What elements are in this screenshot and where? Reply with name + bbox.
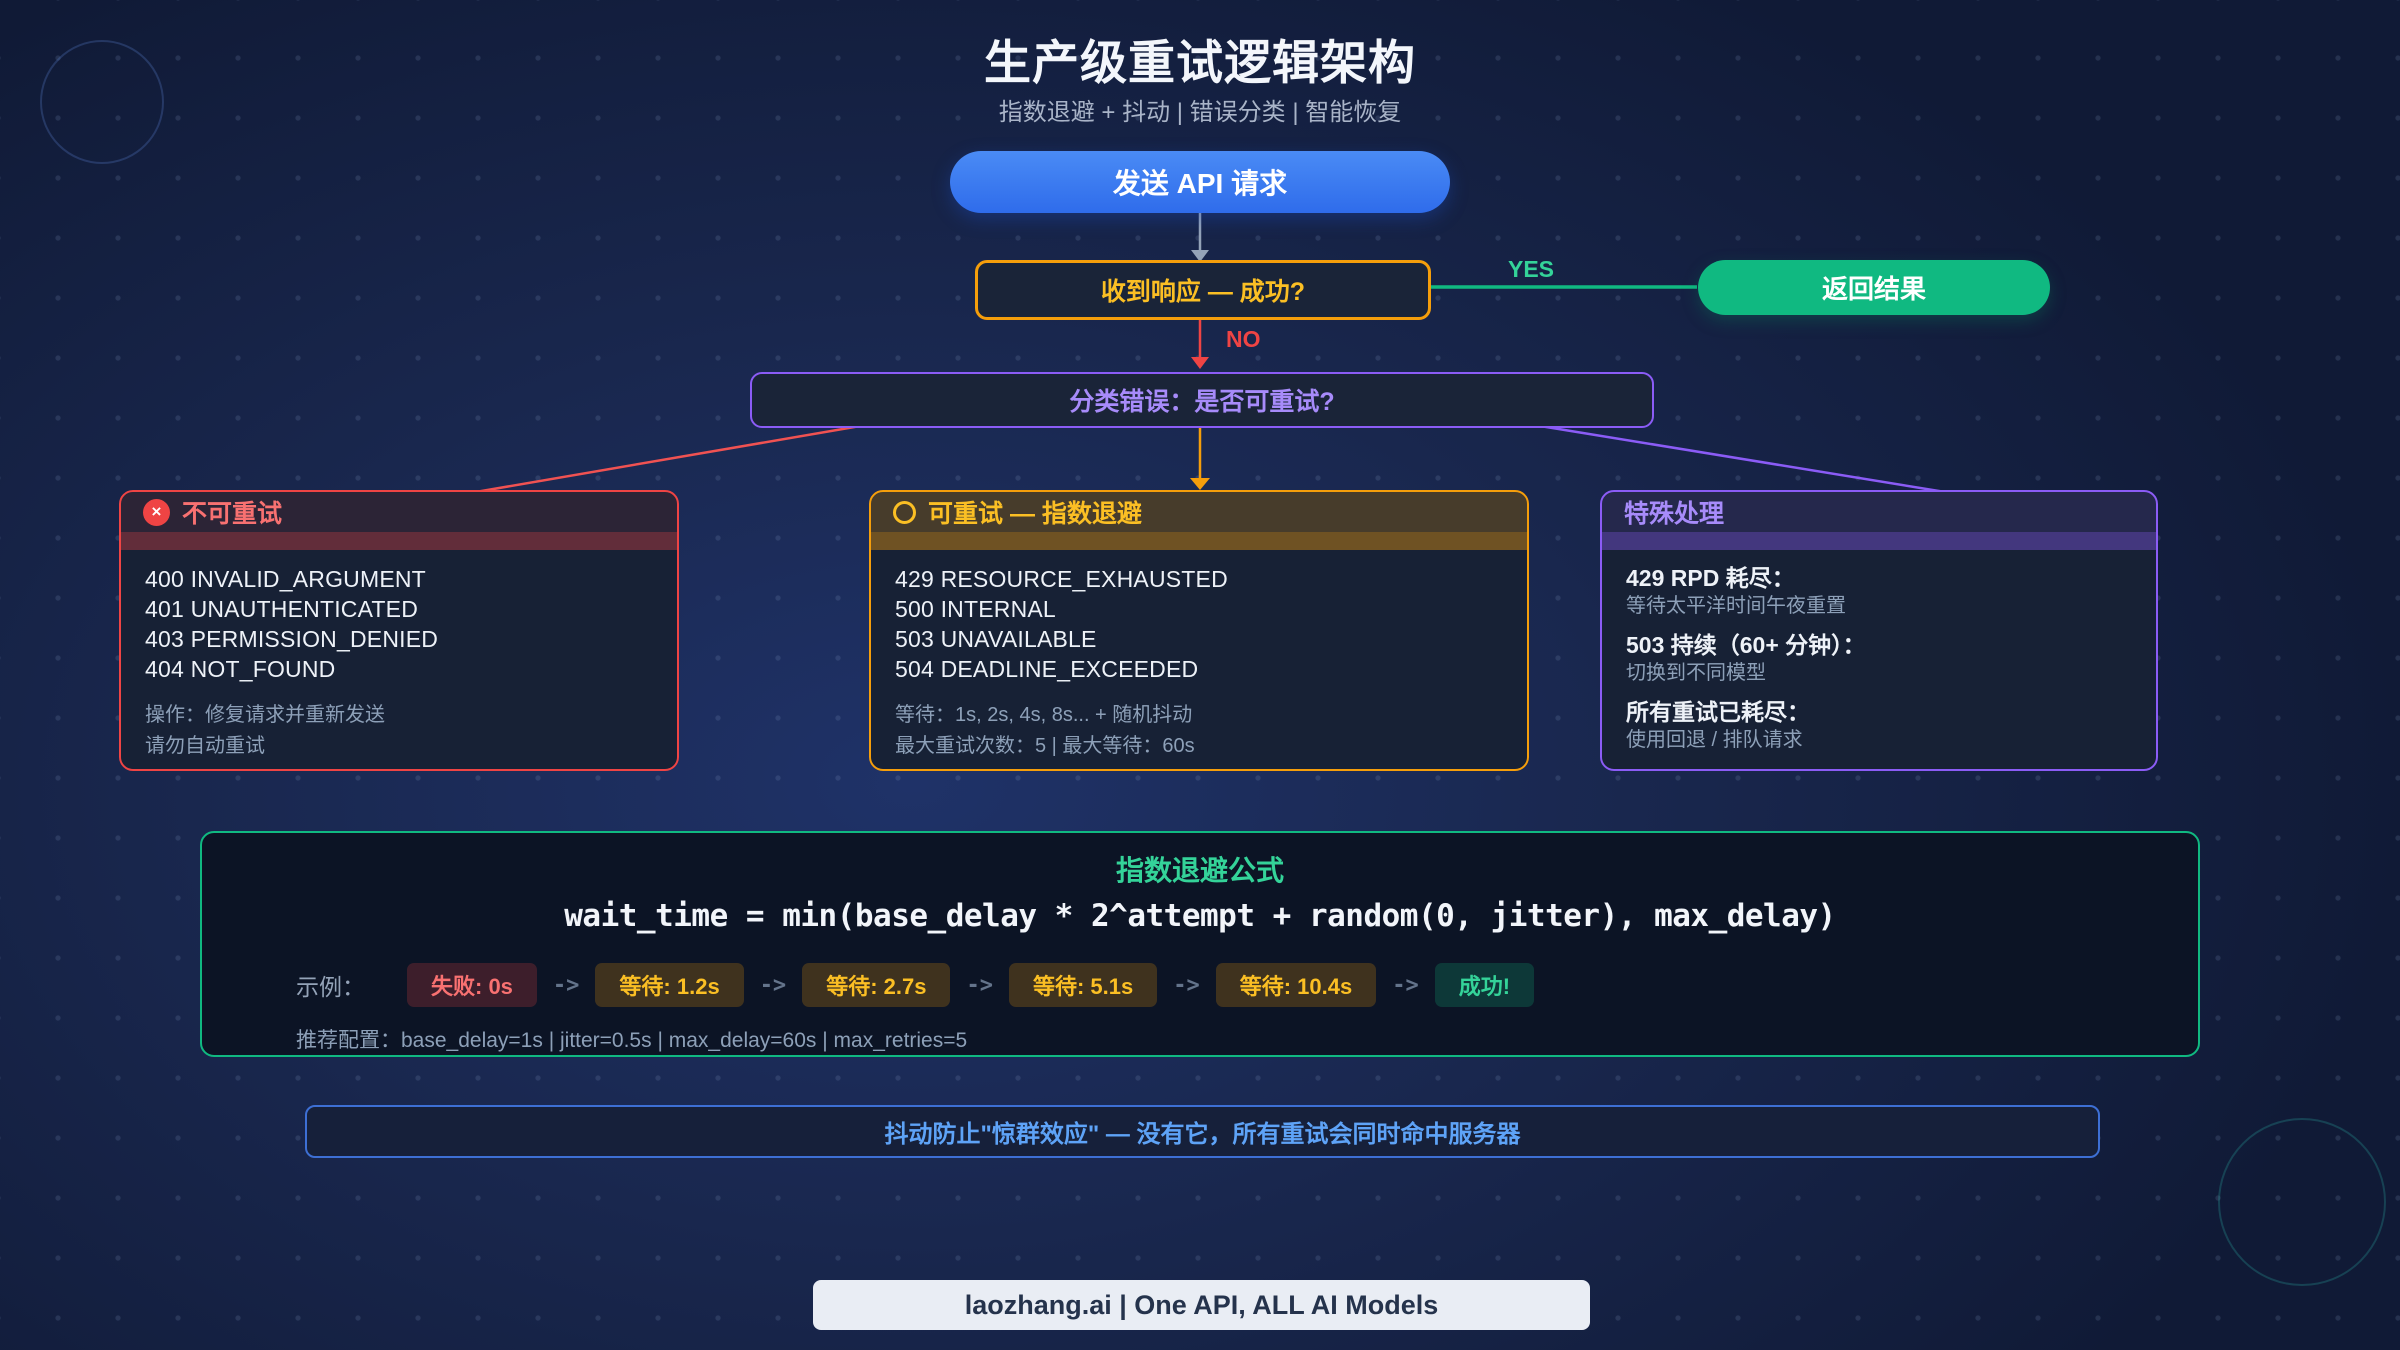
error-x-icon: × xyxy=(143,498,170,526)
error-code: 403 PERMISSION_DENIED xyxy=(145,626,439,652)
special-item-sub: 使用回退 / 排队请求 xyxy=(1626,729,1803,751)
step-chip-fail: 失败: 0s xyxy=(407,963,537,1007)
step-chip-wait: 等待: 10.4s xyxy=(1215,963,1377,1007)
no-edge-label: NO xyxy=(1226,326,1261,352)
special-handling-strip xyxy=(1602,532,2156,550)
card-note: 最大重试次数：5 | 最大等待：60s xyxy=(895,735,1195,757)
formula-expression: wait_time = min(base_delay * 2^attempt +… xyxy=(564,898,1836,934)
step-arrow: -> xyxy=(552,972,580,998)
recommended-config: 推荐配置：base_delay=1s | jitter=0.5s | max_d… xyxy=(296,1029,968,1052)
retryable-body: 429 RESOURCE_EXHAUSTED 500 INTERNAL 503 … xyxy=(871,550,1527,762)
retryable-strip xyxy=(871,532,1527,550)
jitter-note: 抖动防止"惊群效应" — 没有它，所有重试会同时命中服务器 xyxy=(305,1105,2100,1158)
footer-badge: laozhang.ai | One API, ALL AI Models xyxy=(813,1280,1590,1330)
arrowhead-amber xyxy=(1190,478,1210,490)
edge-to-non-retryable xyxy=(469,423,867,495)
card-note: 等待：1s, 2s, 4s, 8s... + 随机抖动 xyxy=(895,704,1193,726)
edge-to-special xyxy=(1533,423,1946,494)
special-handling-body: 429 RPD 耗尽： 等待太平洋时间午夜重置 503 持续（60+ 分钟）： … xyxy=(1602,550,2156,754)
step-chip-wait: 等待: 2.7s xyxy=(802,963,951,1007)
yes-edge-label: YES xyxy=(1508,256,1555,282)
error-code: 503 UNAVAILABLE xyxy=(895,626,1097,652)
special-handling-title: 特殊处理 xyxy=(1624,500,1725,528)
return-result-button[interactable]: 返回结果 xyxy=(1698,260,2050,315)
card-note: 请勿自动重试 xyxy=(145,735,265,757)
special-handling-header: 特殊处理 xyxy=(1602,492,2156,532)
card-note: 操作：修复请求并重新发送 xyxy=(145,704,385,726)
error-code: 429 RESOURCE_EXHAUSTED xyxy=(895,566,1228,592)
special-item-head: 503 持续（60+ 分钟）： xyxy=(1626,632,1866,658)
send-api-request-button[interactable]: 发送 API 请求 xyxy=(950,151,1450,213)
non-retryable-card: × 不可重试 400 INVALID_ARGUMENT 401 UNAUTHEN… xyxy=(119,490,679,771)
page-subtitle: 指数退避 + 抖动 | 错误分类 | 智能恢复 xyxy=(998,99,1402,126)
step-arrow: -> xyxy=(966,972,993,998)
step-arrow: -> xyxy=(1392,972,1419,998)
error-code: 401 UNAUTHENTICATED xyxy=(145,596,419,622)
retryable-card: 可重试 — 指数退避 429 RESOURCE_EXHAUSTED 500 IN… xyxy=(869,490,1529,771)
step-arrow: -> xyxy=(759,972,787,998)
special-item-head: 429 RPD 耗尽： xyxy=(1626,565,1795,591)
step-chip-wait: 等待: 5.1s xyxy=(1008,963,1158,1007)
non-retryable-title: 不可重试 xyxy=(182,500,283,528)
retryable-header: 可重试 — 指数退避 xyxy=(871,492,1527,532)
example-label: 示例： xyxy=(296,974,365,1000)
formula-panel xyxy=(200,831,2200,1057)
step-chip-wait: 等待: 1.2s xyxy=(595,963,744,1007)
step-chip-success: 成功! xyxy=(1434,963,1535,1007)
response-success-decision: 收到响应 — 成功? xyxy=(975,260,1431,320)
retry-circle-icon xyxy=(893,500,916,524)
error-code: 400 INVALID_ARGUMENT xyxy=(145,566,426,592)
non-retryable-body: 400 INVALID_ARGUMENT 401 UNAUTHENTICATED… xyxy=(121,550,677,762)
page-title: 生产级重试逻辑架构 xyxy=(984,36,1416,89)
special-item-sub: 等待太平洋时间午夜重置 xyxy=(1626,595,1846,617)
decorative-circle-bottom-right xyxy=(2218,1118,2386,1286)
special-item-head: 所有重试已耗尽： xyxy=(1626,699,1810,725)
arrowhead-no xyxy=(1191,357,1209,369)
classify-error-decision: 分类错误：是否可重试? xyxy=(750,372,1654,428)
example-sequence: 示例： 失败: 0s -> 等待: 1.2s -> 等待: 2.7s -> 等待… xyxy=(296,963,1535,1007)
special-handling-card: 特殊处理 429 RPD 耗尽： 等待太平洋时间午夜重置 503 持续（60+ … xyxy=(1600,490,2158,771)
special-item-sub: 切换到不同模型 xyxy=(1626,662,1766,684)
error-code: 404 NOT_FOUND xyxy=(145,656,336,682)
error-code: 500 INTERNAL xyxy=(895,596,1056,622)
formula-title: 指数退避公式 xyxy=(1115,855,1284,886)
error-code: 504 DEADLINE_EXCEEDED xyxy=(895,656,1199,682)
non-retryable-strip xyxy=(121,532,677,550)
non-retryable-header: × 不可重试 xyxy=(121,492,677,532)
step-arrow: -> xyxy=(1173,972,1200,998)
retryable-title: 可重试 — 指数退避 xyxy=(928,500,1142,528)
